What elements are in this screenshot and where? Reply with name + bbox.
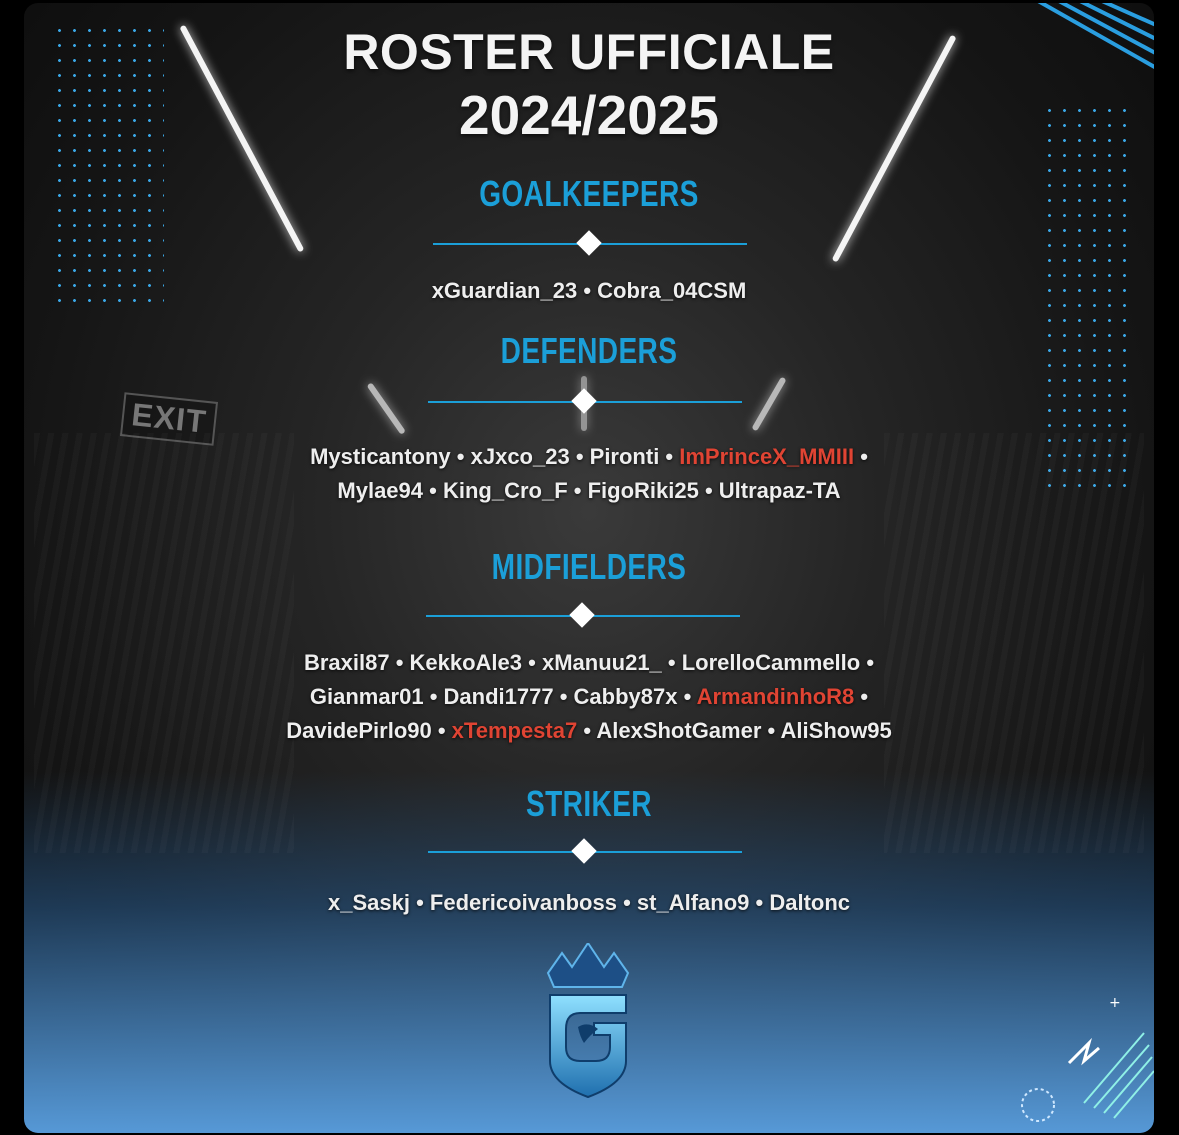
- defenders-row: Mysticantony • xJxco_23 • Pironti • ImPr…: [24, 440, 1154, 474]
- defenders-list: Mysticantony • xJxco_23 • Pironti • ImPr…: [24, 440, 1154, 508]
- separator-dot: •: [761, 718, 781, 743]
- player-name: King_Cro_F: [442, 478, 568, 503]
- dot-pattern-left: [52, 23, 164, 313]
- striker-list: x_Saskj • Federicoivanboss • st_Alfano9 …: [24, 886, 1154, 920]
- player-name: Daltonc: [769, 890, 851, 915]
- player-name: Braxil87: [303, 650, 390, 675]
- midfielders-list: Braxil87 • KekkoAle3 • xManuu21_ • Lorel…: [24, 646, 1154, 748]
- player-name: AlexShotGamer: [596, 718, 762, 743]
- separator-dot: •: [450, 444, 471, 469]
- defenders-heading: DEFENDERS: [500, 330, 678, 371]
- separator-dot: •: [749, 890, 770, 915]
- player-name: Mylae94: [337, 478, 424, 503]
- goalkeepers-list: xGuardian_23 • Cobra_04CSM: [24, 274, 1154, 308]
- separator-dot: •: [860, 650, 875, 675]
- player-name: Cabby87x: [573, 684, 678, 709]
- separator-dot: •: [423, 478, 443, 503]
- page-title: ROSTER UFFICIALE: [343, 24, 835, 80]
- corner-stripes-icon: [1037, 3, 1154, 69]
- separator-dot: •: [854, 684, 869, 709]
- midfielders-heading: MIDFIELDERS: [491, 546, 687, 587]
- striker-heading: STRIKER: [526, 783, 652, 824]
- player-name: Gianmar01: [309, 684, 424, 709]
- striker-row: x_Saskj • Federicoivanboss • st_Alfano9 …: [24, 886, 1154, 920]
- separator-dot: •: [569, 444, 590, 469]
- season-title: 2024/2025: [459, 84, 719, 146]
- player-name: ImPrinceX_MMIII: [679, 444, 855, 469]
- player-name: xGuardian_23: [431, 278, 578, 303]
- separator-dot: •: [854, 444, 868, 469]
- separator-dot: •: [577, 278, 598, 303]
- graffiti-wall-left: [34, 433, 294, 853]
- player-name: Ultrapaz-TA: [718, 478, 841, 503]
- player-name: x_Saskj: [327, 890, 410, 915]
- goalkeepers-heading: GOALKEEPERS: [479, 173, 699, 214]
- player-name: Mysticantony: [310, 444, 451, 469]
- separator-dot: •: [698, 478, 719, 503]
- player-name: Federicoivanboss: [429, 890, 617, 915]
- decorative-corner-icon: +: [1021, 995, 1154, 1122]
- goalkeepers-row: xGuardian_23 • Cobra_04CSM: [24, 274, 1154, 308]
- striker-divider: [428, 838, 742, 864]
- player-name: LorelloCammello: [681, 650, 861, 675]
- player-name: Dandi1777: [443, 684, 554, 709]
- separator-dot: •: [409, 890, 430, 915]
- defenders-divider: [428, 388, 742, 414]
- separator-dot: •: [659, 444, 680, 469]
- separator-dot: •: [577, 718, 597, 743]
- player-name: FigoRiki25: [587, 478, 699, 503]
- player-name: ArmandinhoR8: [696, 684, 855, 709]
- roster-content: ROSTER UFFICIALE 2024/2025 GOALKEEPERS x…: [24, 3, 1154, 1133]
- player-name: AliShow95: [780, 718, 892, 743]
- separator-dot: •: [389, 650, 410, 675]
- player-name: xTempesta7: [451, 718, 578, 743]
- separator-dot: •: [431, 718, 452, 743]
- midfielders-row: Gianmar01 • Dandi1777 • Cabby87x • Arman…: [24, 680, 1154, 714]
- diamond-icon: [576, 230, 602, 256]
- midfielders-row: Braxil87 • KekkoAle3 • xManuu21_ • Lorel…: [24, 646, 1154, 680]
- diamond-icon: [571, 388, 597, 414]
- diamond-icon: [569, 602, 595, 628]
- dot-pattern-right: [1042, 103, 1138, 493]
- player-name: DavidePirlo90: [286, 718, 432, 743]
- svg-text:+: +: [1109, 995, 1121, 1011]
- midfielders-divider: [426, 602, 740, 628]
- midfielders-row: DavidePirlo90 • xTempesta7 • AlexShotGam…: [24, 714, 1154, 748]
- separator-dot: •: [553, 684, 574, 709]
- goalkeepers-divider: [433, 230, 747, 256]
- player-name: xJxco_23: [470, 444, 570, 469]
- separator-dot: •: [677, 684, 697, 709]
- separator-dot: •: [567, 478, 588, 503]
- roster-card: EXIT ROSTER UFFICIALE 2024/2025 GOALKEEP…: [24, 3, 1154, 1133]
- separator-dot: •: [522, 650, 542, 675]
- player-name: KekkoAle3: [409, 650, 523, 675]
- crown-shield-logo-icon: [546, 943, 630, 1098]
- separator-dot: •: [661, 650, 682, 675]
- player-name: xManuu21_: [541, 650, 662, 675]
- player-name: Pironti: [589, 444, 660, 469]
- player-name: st_Alfano9: [636, 890, 750, 915]
- diamond-icon: [571, 838, 597, 864]
- separator-dot: •: [616, 890, 637, 915]
- defenders-row: Mylae94 • King_Cro_F • FigoRiki25 • Ultr…: [24, 474, 1154, 508]
- separator-dot: •: [423, 684, 444, 709]
- graffiti-wall-right: [884, 433, 1144, 853]
- player-name: Cobra_04CSM: [597, 278, 747, 303]
